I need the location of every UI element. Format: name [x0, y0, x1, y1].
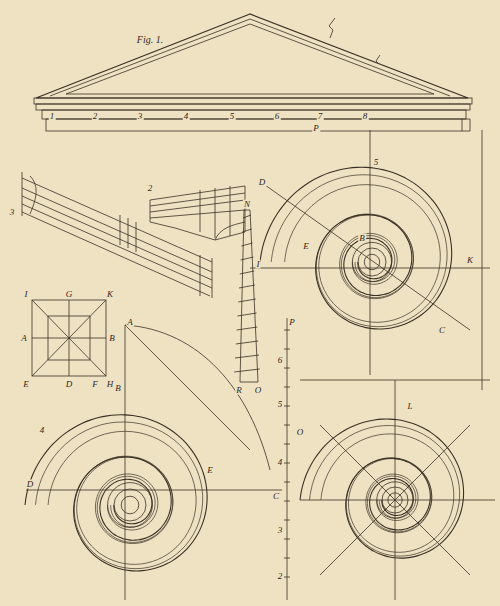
scale-tick	[284, 463, 290, 464]
reference-letter: O	[254, 386, 263, 395]
scale-tick	[284, 501, 290, 502]
reference-letter: 4	[277, 458, 284, 467]
volute-eye	[382, 487, 408, 513]
reference-letter: 1	[49, 112, 56, 121]
reference-letter: F	[91, 380, 99, 389]
reference-letter: A	[126, 318, 134, 327]
scale-tick	[284, 482, 290, 483]
reference-letter: A	[20, 334, 28, 343]
reference-letter: C	[438, 326, 446, 335]
reference-letter: 2	[92, 112, 99, 121]
scale-tick	[284, 558, 290, 559]
reference-letter: B	[358, 234, 366, 243]
scale-tick	[236, 341, 258, 344]
volute-eye	[388, 493, 402, 507]
volute-spiral	[48, 431, 196, 564]
volute-eye	[352, 242, 391, 281]
reference-letter: I	[256, 260, 261, 269]
reference-letter: K	[466, 256, 474, 265]
volute-eye	[108, 483, 153, 528]
reference-letter: 6	[274, 112, 281, 121]
scale-tick	[241, 257, 254, 260]
scale-tick	[241, 243, 252, 246]
volute-spiral	[321, 434, 454, 552]
volute-spiral	[310, 425, 460, 556]
volute-eye	[358, 248, 386, 276]
scale-tick	[284, 577, 290, 578]
reference-letter: 3	[277, 526, 284, 535]
cornice-return	[150, 186, 245, 240]
volute-eye	[121, 496, 139, 514]
scale-tick	[284, 539, 290, 540]
reference-letter: E	[302, 242, 310, 251]
reference-letter: 5	[229, 112, 236, 121]
scale-tick	[284, 330, 290, 331]
reference-letter: R	[235, 386, 243, 395]
reference-letter: B	[108, 334, 116, 343]
square-construction	[32, 300, 106, 376]
scale-tick	[284, 387, 290, 388]
scale-tick	[240, 271, 254, 274]
volute-constructions	[25, 130, 495, 600]
reference-letter: E	[22, 380, 30, 389]
pediment	[34, 14, 472, 131]
scale-tick	[284, 444, 290, 445]
reference-letter: I	[24, 290, 29, 299]
reference-letter: H	[106, 380, 115, 389]
volute-spiral	[300, 419, 464, 558]
scale-tick	[237, 313, 256, 316]
volute-eye	[364, 254, 379, 269]
scale-tick	[284, 406, 290, 407]
scale-tick	[242, 229, 252, 232]
scale-tick	[284, 368, 290, 369]
reference-letter: P	[288, 318, 296, 327]
scale-tick	[235, 355, 259, 358]
scale-tick	[239, 285, 255, 288]
volute-spiral	[271, 175, 447, 327]
reference-letter: G	[65, 290, 74, 299]
scale-tick	[243, 215, 251, 218]
reference-letter: E	[206, 466, 214, 475]
reference-letter: 4	[183, 112, 190, 121]
reference-letter: D	[65, 380, 74, 389]
scale-tick	[284, 425, 290, 426]
reference-letter: 4	[39, 426, 46, 435]
reference-letter: 5	[277, 400, 284, 409]
reference-letter: 2	[277, 572, 284, 581]
scale-tick	[238, 299, 256, 302]
volute-eye	[114, 489, 146, 521]
scale-tick	[284, 520, 290, 521]
reference-letter: 3	[137, 112, 144, 121]
raking-cornice	[22, 172, 212, 298]
volute-spiral	[36, 422, 203, 569]
reference-letter: D	[26, 480, 35, 489]
scale-tick	[284, 349, 290, 350]
reference-letter: D	[258, 178, 267, 187]
reference-letter: P	[312, 124, 320, 133]
reference-letter: 6	[277, 356, 284, 365]
volute-spiral	[260, 167, 452, 329]
reference-letter: O	[296, 428, 305, 437]
reference-letter: 7	[317, 112, 324, 121]
scale-tick	[237, 327, 258, 330]
figure-title: Fig. 1.	[136, 35, 164, 45]
reference-letter: L	[406, 402, 413, 411]
volute-eye	[377, 482, 413, 518]
reference-letter: K	[106, 290, 114, 299]
volute-spiral	[285, 185, 441, 323]
reference-letter: C	[272, 492, 280, 501]
scale-tick	[234, 369, 260, 372]
reference-letter: 2	[147, 184, 154, 193]
volute-spiral	[25, 415, 207, 571]
reference-letter: 5	[373, 158, 380, 167]
reference-letter: 8	[362, 112, 369, 121]
reference-letter: B	[114, 384, 122, 393]
reference-letter: N	[243, 200, 251, 209]
reference-letter: 3	[9, 208, 16, 217]
